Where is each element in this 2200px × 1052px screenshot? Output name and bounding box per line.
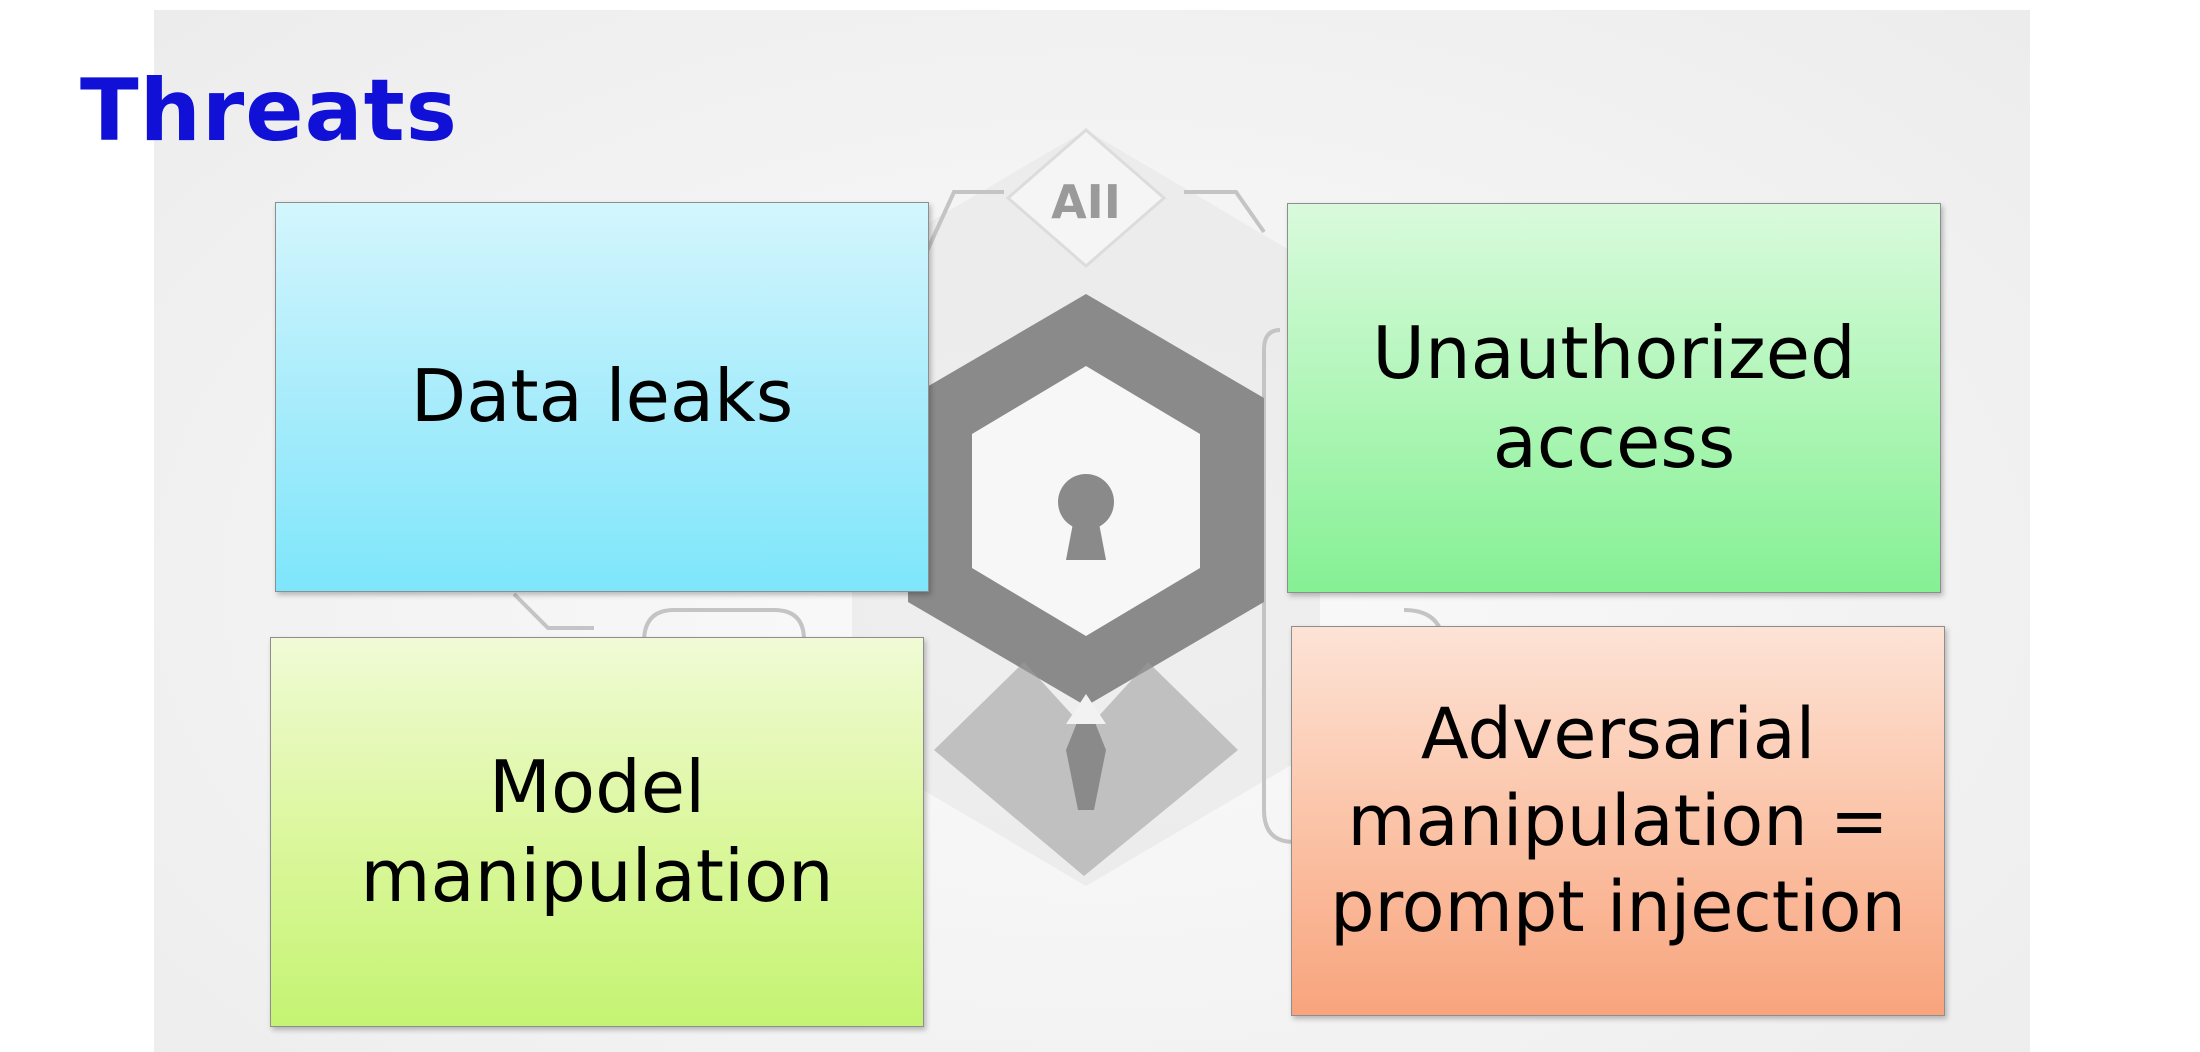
threat-label: Adversarial manipulation = prompt inject…	[1330, 692, 1906, 949]
person-tie-icon	[934, 662, 1238, 876]
threat-box-unauthorized-access: Unauthorized access	[1287, 203, 1941, 593]
shield-keyhole-icon	[908, 294, 1264, 706]
threat-label: Data leaks	[410, 354, 794, 439]
threat-box-data-leaks: Data leaks	[275, 202, 929, 592]
threat-label: Model manipulation	[360, 744, 834, 918]
security-illustration: AII	[512, 128, 1446, 886]
threat-label: Unauthorized access	[1372, 310, 1856, 484]
slide-title: Threats	[80, 61, 458, 161]
background-aii-text: AII	[1051, 175, 1121, 229]
threat-box-model-manipulation: Model manipulation	[270, 637, 924, 1027]
threat-box-adversarial-manipulation: Adversarial manipulation = prompt inject…	[1291, 626, 1945, 1016]
